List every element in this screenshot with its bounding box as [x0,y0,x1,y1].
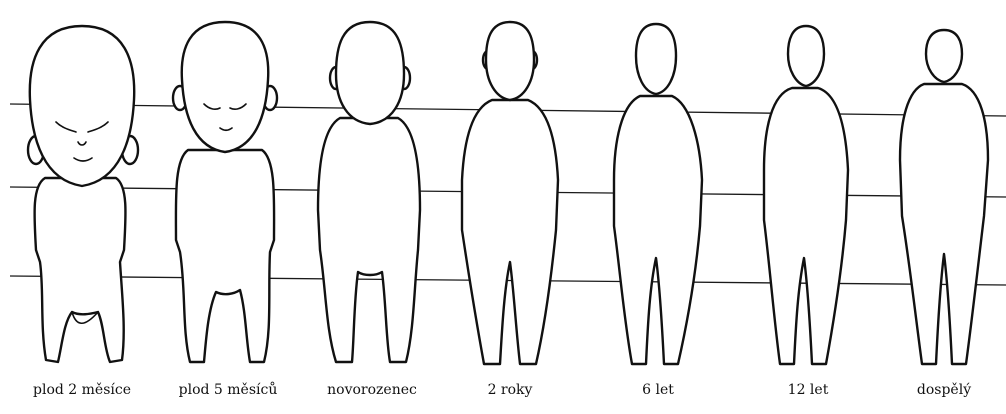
caption-adult: dospělý [874,382,1006,398]
body [462,100,558,364]
figure-age-2 [462,22,558,364]
caption-newborn: novorozenec [302,382,442,398]
body [764,88,848,364]
head [336,22,404,124]
caption-fetus-2-months: plod 2 měsíce [12,382,152,398]
caption-age-6: 6 let [588,382,728,398]
figure-newborn [318,22,420,362]
figure-fetus-2-months [28,26,138,362]
body [318,118,420,362]
head [788,26,824,86]
head [926,30,962,82]
head [30,26,134,186]
body [35,178,126,362]
figure-fetus-5-months [173,22,277,362]
figure-age-12 [764,26,848,364]
head [182,22,268,152]
body [614,96,702,364]
caption-age-2: 2 roky [440,382,580,398]
body [176,150,274,362]
caption-age-12: 12 let [738,382,878,398]
caption-fetus-5-months: plod 5 měsíců [158,382,298,398]
figure-age-6 [614,24,702,364]
body [900,84,988,364]
figure-adult [900,30,988,364]
head [486,22,534,100]
head [636,24,676,94]
